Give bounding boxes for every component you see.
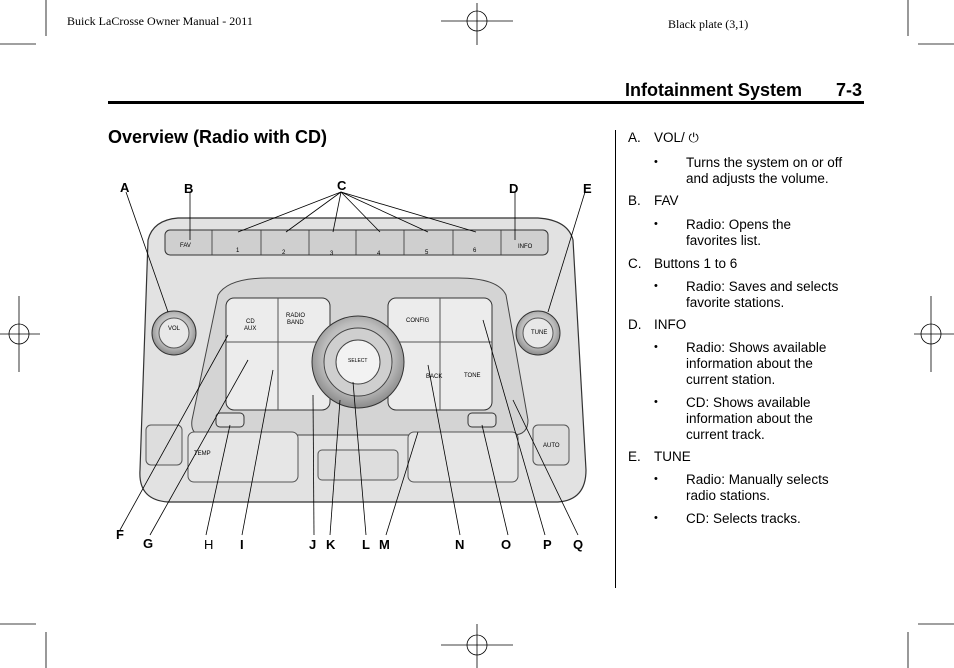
item-label: VOL/ <box>654 130 689 145</box>
list-item-d: D. INFO <box>628 317 686 333</box>
item-label: INFO <box>654 317 687 332</box>
auto-label: AUTO <box>543 443 560 449</box>
band-label: BAND <box>287 320 304 326</box>
fav-button-label: FAV <box>180 243 191 249</box>
aux-label: AUX <box>244 326 257 332</box>
tune-knob-label: TUNE <box>531 330 548 336</box>
item-letter: B. <box>628 193 641 208</box>
header-rule <box>108 101 864 104</box>
plate-label: Black plate (3,1) <box>668 17 749 31</box>
item-letter: E. <box>628 449 641 464</box>
list-item-a: A. VOL/ ⏻ <box>628 130 699 146</box>
callout-f: F <box>116 527 124 542</box>
page-title: Overview (Radio with CD) <box>108 127 328 147</box>
callout-k: K <box>326 537 336 552</box>
radio-illustration <box>119 191 587 536</box>
callout-p: P <box>543 537 552 552</box>
callout-e: E <box>583 181 592 196</box>
section-header: Infotainment System <box>625 80 803 100</box>
preset-1-label: 1 <box>236 248 240 254</box>
callout-c: C <box>337 178 347 193</box>
callout-j: J <box>309 537 317 552</box>
bullet-icon: • <box>654 473 658 485</box>
item-label: FAV <box>654 193 679 208</box>
temp-label: TEMP <box>194 451 211 457</box>
item-letter: D. <box>628 317 642 332</box>
list-item-c: C. Buttons 1 to 6 <box>628 256 737 272</box>
callout-g: G <box>143 536 154 551</box>
bullet-icon: • <box>654 396 658 408</box>
callout-b: B <box>184 181 194 196</box>
manual-title: Buick LaCrosse Owner Manual - 2011 <box>67 14 253 28</box>
page-number: 7-3 <box>836 80 863 100</box>
back-label: BACK <box>426 374 443 380</box>
callout-d: D <box>509 181 519 196</box>
bullet-icon: • <box>654 156 658 168</box>
radio-label: RADIO <box>286 313 306 319</box>
item-letter: C. <box>628 256 642 271</box>
bullet-icon: • <box>654 218 658 230</box>
vol-knob-label: VOL <box>168 326 181 332</box>
preset-6-label: 6 <box>473 248 477 254</box>
callout-m: M <box>379 537 390 552</box>
select-knob-label: SELECT <box>348 358 368 364</box>
callout-i: I <box>240 537 244 552</box>
preset-3-label: 3 <box>330 251 334 257</box>
callout-l: L <box>362 537 370 552</box>
preset-4-label: 4 <box>377 251 381 257</box>
callout-a: A <box>120 180 130 195</box>
callout-h: H <box>204 537 214 552</box>
preset-5-label: 5 <box>425 250 429 256</box>
tone-label: TONE <box>464 373 481 379</box>
item-label: Buttons 1 to 6 <box>654 256 738 271</box>
list-item-e: E. TUNE <box>628 449 691 465</box>
cd-label: CD <box>246 319 255 325</box>
item-label: TUNE <box>654 449 691 464</box>
bullet-icon: • <box>654 512 658 524</box>
power-icon: ⏻ <box>688 130 699 145</box>
callout-o: O <box>501 537 512 552</box>
preset-2-label: 2 <box>282 250 286 256</box>
bullet-icon: • <box>654 341 658 353</box>
item-letter: A. <box>628 130 641 145</box>
bullet-icon: • <box>654 280 658 292</box>
list-item-b: B. FAV <box>628 193 679 209</box>
column-divider <box>615 130 616 588</box>
callout-q: Q <box>573 537 584 552</box>
callout-n: N <box>455 537 465 552</box>
config-label: CONFIG <box>406 318 430 324</box>
info-button-label: INFO <box>518 244 533 250</box>
item-desc: CD: Selects tracks. <box>686 511 801 526</box>
